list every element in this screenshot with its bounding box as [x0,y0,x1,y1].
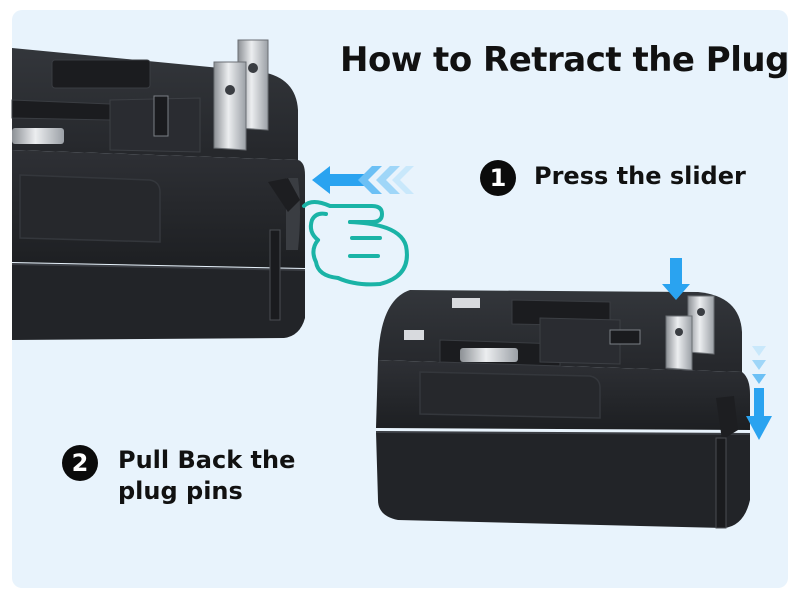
step-1: 1 Press the slider [480,160,746,196]
step-2: 2 Pull Back the plug pins [62,445,318,507]
step-1-text: Press the slider [534,162,746,190]
page-title: How to Retract the Plug [340,40,789,80]
step-2-number-badge: 2 [62,445,98,481]
pointing-hand-icon [302,200,409,287]
travel-adapter-left [11,39,306,340]
left-arrow-icon [312,166,414,194]
step-2-text: Pull Back the plug pins [118,446,296,505]
down-arrow-icon [662,258,772,440]
travel-adapter-right [375,290,751,529]
step-1-number-badge: 1 [480,160,516,196]
